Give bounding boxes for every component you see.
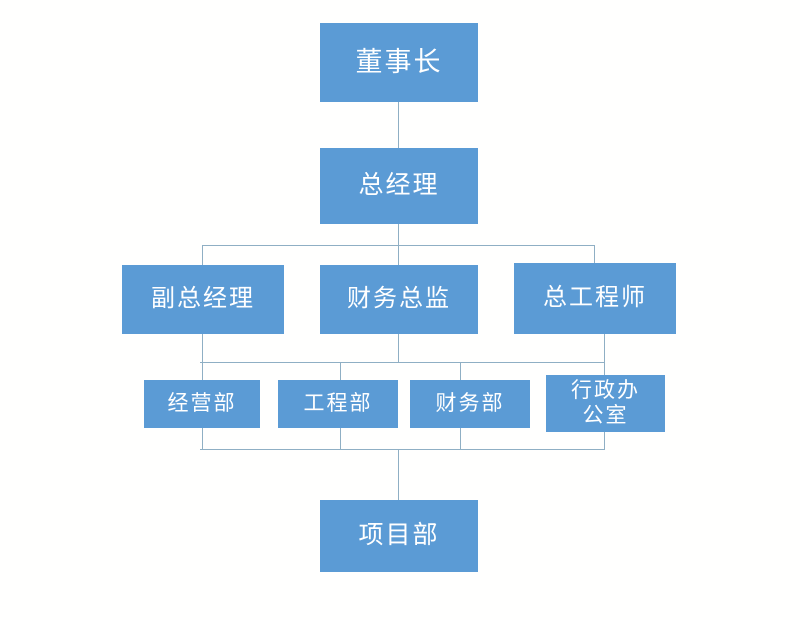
connector-up-deputy-general-manager xyxy=(202,334,204,362)
connector-drop-admin-office xyxy=(604,362,606,375)
org-node-engineering-dept-label: 工程部 xyxy=(303,391,373,415)
connector-merge-to-project-dept xyxy=(398,449,400,500)
org-node-general-manager-label: 总经理 xyxy=(358,171,440,200)
connector-drop-chief-engineer xyxy=(594,245,596,263)
connector-up-admin-office xyxy=(604,432,606,449)
org-node-cfo-label: 财务总监 xyxy=(347,285,451,313)
org-node-cfo[interactable]: 财务总监 xyxy=(320,265,478,334)
connector-up-finance-dept xyxy=(460,428,462,449)
connector-up-engineering-dept xyxy=(340,428,342,449)
org-node-project-dept-label: 项目部 xyxy=(358,521,440,550)
connector-general-manager-down xyxy=(398,224,400,265)
org-node-chairman[interactable]: 董事长 xyxy=(320,23,478,102)
connector-drop-engineering-dept xyxy=(340,362,342,380)
org-node-deputy-general-manager-label: 副总经理 xyxy=(151,285,255,313)
connector-chairman-to-general-manager xyxy=(398,102,400,148)
org-node-deputy-general-manager[interactable]: 副总经理 xyxy=(122,265,284,334)
org-node-chief-engineer[interactable]: 总工程师 xyxy=(514,263,676,334)
org-node-general-manager[interactable]: 总经理 xyxy=(320,148,478,224)
connector-drop-finance-dept xyxy=(460,362,462,380)
org-node-admin-office[interactable]: 行政办 公室 xyxy=(546,375,665,432)
org-node-project-dept[interactable]: 项目部 xyxy=(320,500,478,572)
connector-bus-merge-to-project-dept xyxy=(200,449,605,451)
org-node-operations-dept[interactable]: 经营部 xyxy=(144,380,260,428)
connector-bus-level4 xyxy=(200,362,605,364)
connector-bus-level3 xyxy=(202,245,595,247)
org-node-chairman-label: 董事长 xyxy=(355,46,443,77)
org-node-finance-dept-label: 财务部 xyxy=(435,391,505,415)
org-node-chief-engineer-label: 总工程师 xyxy=(543,284,647,312)
connector-up-cfo xyxy=(398,334,400,362)
connector-drop-deputy-general-manager xyxy=(202,245,204,265)
connector-drop-operations-dept xyxy=(202,362,204,380)
org-node-operations-dept-label: 经营部 xyxy=(167,391,237,415)
org-node-engineering-dept[interactable]: 工程部 xyxy=(278,380,398,428)
connector-up-operations-dept xyxy=(202,428,204,449)
org-node-finance-dept[interactable]: 财务部 xyxy=(410,380,530,428)
org-node-admin-office-label: 行政办 公室 xyxy=(571,378,640,427)
connector-up-chief-engineer xyxy=(604,334,606,362)
